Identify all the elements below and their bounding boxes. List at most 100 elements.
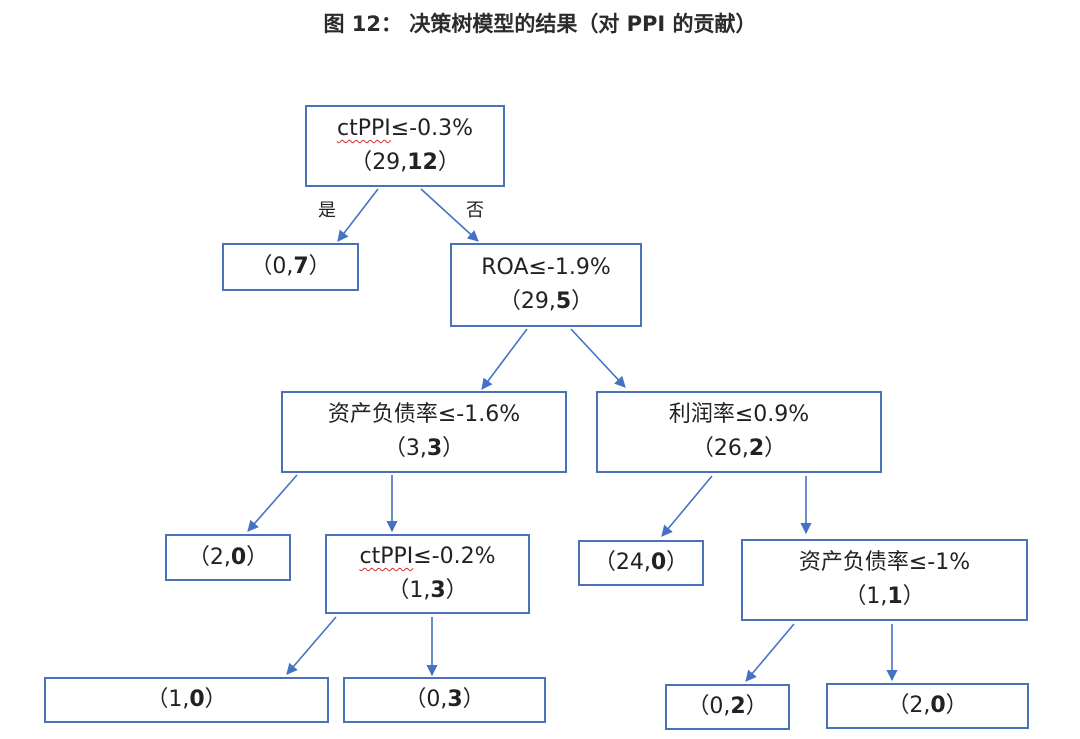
node-text-part: 1 bbox=[409, 578, 424, 603]
node-text-part: 26 bbox=[713, 436, 742, 461]
node-text-part: 1 bbox=[887, 584, 903, 609]
node-counts: （29,5） bbox=[499, 285, 593, 319]
node-text-part: , bbox=[419, 436, 427, 461]
node-text-part: 0 bbox=[930, 693, 946, 718]
node-counts: （1,1） bbox=[844, 580, 924, 614]
node-condition: ctPPI≤-0.2% bbox=[359, 540, 495, 574]
node-text-part: ≤-0.2% bbox=[413, 544, 496, 569]
node-text-part: 0 bbox=[426, 687, 441, 712]
node-text-part: , bbox=[440, 687, 448, 712]
node-counts: （26,2） bbox=[692, 432, 786, 466]
node-text-part: 7 bbox=[293, 254, 309, 279]
node-text-part: （ bbox=[687, 694, 710, 719]
node-text-part: , bbox=[723, 694, 731, 719]
node-profit-margin: 利润率≤0.9% （26,2） bbox=[596, 391, 882, 473]
node-text-part: , bbox=[400, 150, 408, 175]
node-text-part: （ bbox=[844, 584, 867, 609]
node-text-part: 0 bbox=[650, 550, 667, 575]
node-text-part: ） bbox=[571, 289, 594, 314]
node-counts: （1,0） bbox=[146, 683, 226, 717]
node-text-part: 29 bbox=[372, 150, 401, 175]
node-text-part: ≤-1% bbox=[908, 550, 971, 575]
edge-label-yes: 是 bbox=[318, 200, 336, 221]
node-text-part: ctPPI bbox=[359, 544, 414, 569]
node-roa: ROA≤-1.9% （29,5） bbox=[450, 243, 642, 327]
node-condition: 资产负债率≤-1.6% bbox=[328, 398, 520, 432]
node-text-part: , bbox=[286, 254, 294, 279]
node-text-part: ） bbox=[246, 544, 269, 570]
node-text-part: ） bbox=[437, 150, 460, 175]
node-debt-ratio-1: 资产负债率≤-1.6% （3,3） bbox=[281, 391, 567, 473]
node-text-part: （ bbox=[387, 578, 410, 603]
node-text-part: 1 bbox=[168, 687, 183, 712]
leaf-0-7: （0,7） bbox=[222, 243, 359, 291]
node-text-part: ROA bbox=[481, 255, 529, 280]
node-counts: （0,3） bbox=[404, 683, 484, 717]
node-text-part: 0 bbox=[272, 254, 287, 279]
node-counts: （1,3） bbox=[387, 574, 467, 608]
node-ctppi-2: ctPPI≤-0.2% （1,3） bbox=[325, 534, 530, 614]
node-text-part: 3 bbox=[430, 578, 446, 603]
node-text-part: （ bbox=[404, 687, 427, 712]
node-text-part: （ bbox=[887, 693, 910, 718]
node-text-part: ≤0.9% bbox=[734, 402, 810, 427]
node-text-part: ） bbox=[764, 436, 787, 461]
node-root: ctPPI≤-0.3% （29,12） bbox=[305, 105, 505, 187]
node-text-part: （ bbox=[187, 544, 210, 570]
node-text-part: ） bbox=[204, 687, 227, 712]
edge-label-no: 否 bbox=[466, 200, 484, 221]
node-text-part: 3 bbox=[447, 687, 463, 712]
node-text-part: 资产负债率 bbox=[798, 550, 909, 575]
node-counts: （2,0） bbox=[188, 541, 268, 575]
node-text-part: 0 bbox=[709, 694, 724, 719]
node-counts: （24,0） bbox=[594, 546, 688, 580]
edge-debt2-leaf02 bbox=[745, 623, 795, 682]
node-counts: （2,0） bbox=[887, 689, 967, 723]
leaf-24-0: （24,0） bbox=[578, 540, 704, 586]
edge-roa-profit bbox=[570, 328, 626, 388]
edge-roa-debt1 bbox=[481, 328, 528, 390]
node-text-part: , bbox=[548, 289, 556, 314]
node-text-part: 0 bbox=[189, 687, 205, 712]
node-text-part: ） bbox=[666, 550, 689, 575]
edge-root-left bbox=[337, 188, 379, 242]
node-text-part: 利润率 bbox=[668, 402, 735, 427]
node-text-part: ） bbox=[442, 436, 465, 461]
node-text-part: , bbox=[880, 584, 888, 609]
node-text-part: , bbox=[423, 578, 431, 603]
node-text-part: ） bbox=[445, 578, 468, 603]
node-text-part: 5 bbox=[555, 289, 572, 314]
node-text-part: （ bbox=[383, 436, 406, 461]
node-text-part: , bbox=[643, 550, 651, 575]
node-text-part: 2 bbox=[730, 694, 746, 719]
node-counts: （0,2） bbox=[687, 690, 767, 724]
leaf-0-2: （0,2） bbox=[665, 684, 790, 730]
edge-ctppi2-leaf10 bbox=[286, 616, 337, 675]
node-text-part: 2 bbox=[748, 436, 765, 461]
node-text-part: 29 bbox=[520, 289, 549, 314]
node-condition: 资产负债率≤-1% bbox=[799, 546, 970, 580]
node-text-part: 2 bbox=[209, 544, 224, 570]
node-text-part: （ bbox=[350, 150, 373, 175]
node-text-part: （ bbox=[691, 436, 714, 461]
node-text-part: , bbox=[923, 693, 931, 718]
node-text-part: ） bbox=[308, 254, 331, 279]
node-text-part: （ bbox=[250, 254, 273, 279]
node-text-part: ≤-1.9% bbox=[528, 255, 611, 280]
node-text-part: ） bbox=[462, 687, 485, 712]
node-text-part: 3 bbox=[405, 436, 420, 461]
node-text-part: ） bbox=[945, 693, 968, 718]
node-text-part: , bbox=[182, 687, 190, 712]
leaf-2-0-right: （2,0） bbox=[826, 683, 1029, 729]
node-text-part: ctPPI bbox=[336, 116, 391, 141]
figure-title: 图 12： 决策树模型的结果（对 PPI 的贡献） bbox=[323, 12, 757, 36]
node-text-part: ≤-1.6% bbox=[437, 402, 521, 427]
node-text-part: ） bbox=[902, 584, 925, 609]
node-text-part: （ bbox=[593, 550, 616, 575]
node-text-part: 资产负债率 bbox=[327, 402, 438, 427]
edge-root-roa bbox=[420, 188, 479, 242]
node-text-part: ） bbox=[745, 694, 768, 719]
node-counts: （29,12） bbox=[350, 146, 460, 180]
node-text-part: , bbox=[741, 436, 749, 461]
